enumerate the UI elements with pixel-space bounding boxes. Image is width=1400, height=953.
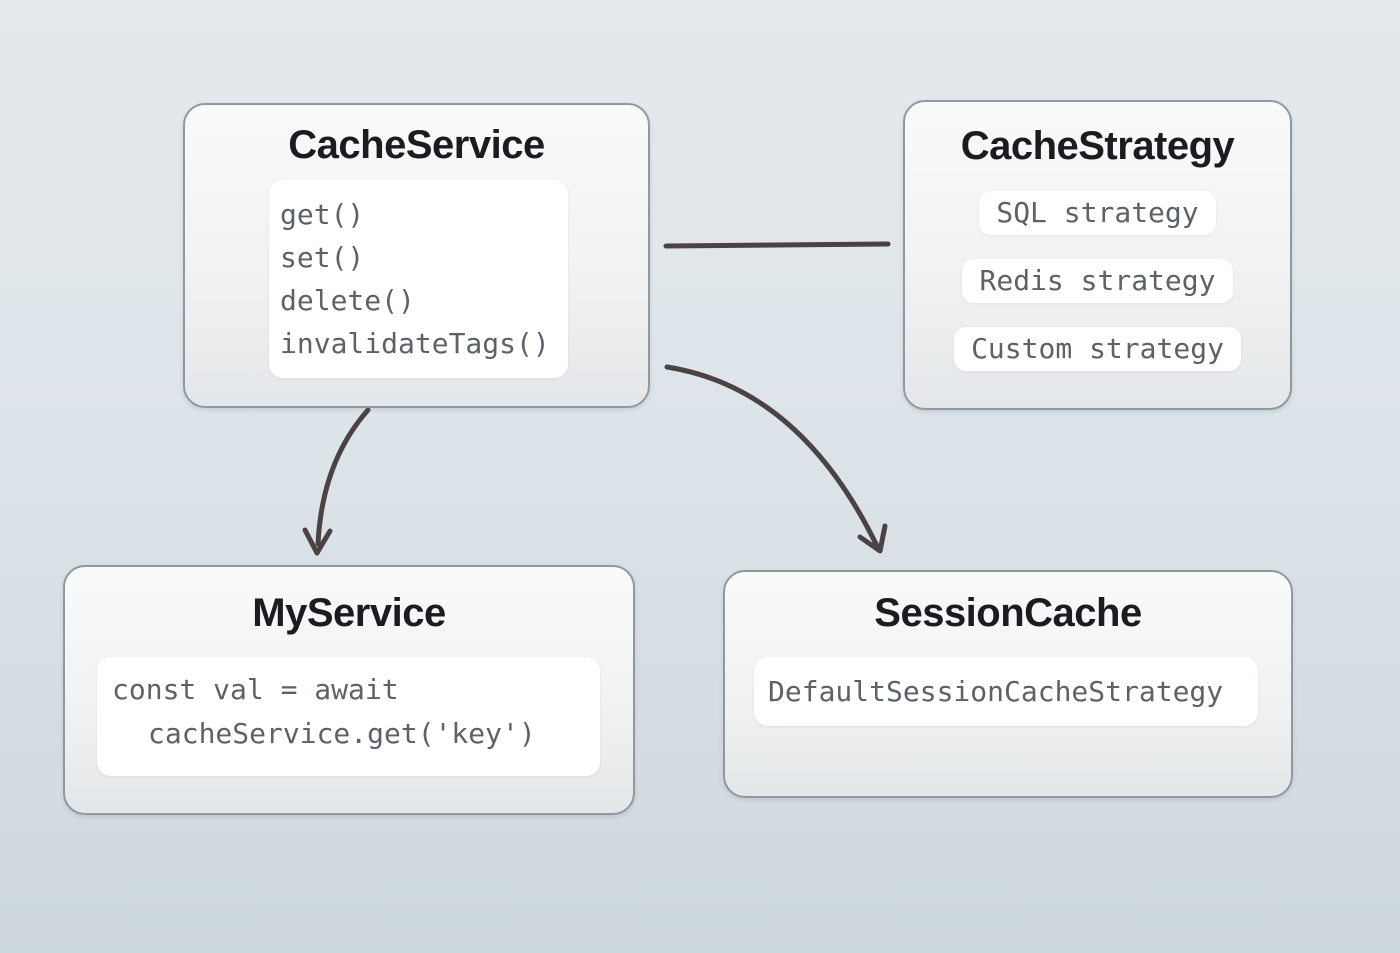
my-service-title: MyService	[252, 591, 446, 635]
code-line: cacheService.get('key')	[148, 717, 536, 750]
node-cache-service: CacheService get() set() delete() invali…	[183, 103, 650, 408]
edge-cacheservice-cachestrategy	[663, 241, 891, 249]
strategy-pill: SQL strategy	[979, 191, 1216, 235]
method-item: get()	[280, 198, 365, 231]
strategy-pill: Custom strategy	[954, 327, 1241, 371]
node-cache-strategy: CacheStrategy SQL strategy Redis strateg…	[903, 100, 1292, 410]
node-my-service: MyService const val = await cacheService…	[63, 565, 635, 815]
cache-strategy-title: CacheStrategy	[960, 124, 1235, 168]
method-item: delete()	[280, 284, 415, 317]
cache-service-title: CacheService	[288, 123, 545, 167]
arrow-cacheservice-myservice-shaft	[315, 407, 371, 547]
session-cache-strategy-label: DefaultSessionCacheStrategy	[768, 675, 1224, 708]
method-item: invalidateTags()	[280, 327, 550, 360]
strategy-pill-stack: SQL strategy Redis strategy Custom strat…	[905, 191, 1290, 371]
code-line: const val = await	[112, 673, 399, 706]
arrow-cacheservice-sessioncache-shaft	[664, 364, 880, 549]
strategy-pill: Redis strategy	[962, 259, 1233, 303]
session-cache-title: SessionCache	[874, 591, 1142, 635]
node-session-cache: SessionCache DefaultSessionCacheStrategy	[723, 570, 1293, 798]
arrow-cacheservice-myservice-head	[302, 527, 333, 556]
cache-service-methods-panel: get() set() delete() invalidateTags()	[269, 180, 568, 378]
session-cache-strategy-panel: DefaultSessionCacheStrategy	[754, 657, 1258, 726]
my-service-code-panel: const val = await cacheService.get('key'…	[97, 657, 600, 776]
arrow-cacheservice-sessioncache-head	[857, 523, 888, 554]
method-item: set()	[280, 241, 365, 274]
